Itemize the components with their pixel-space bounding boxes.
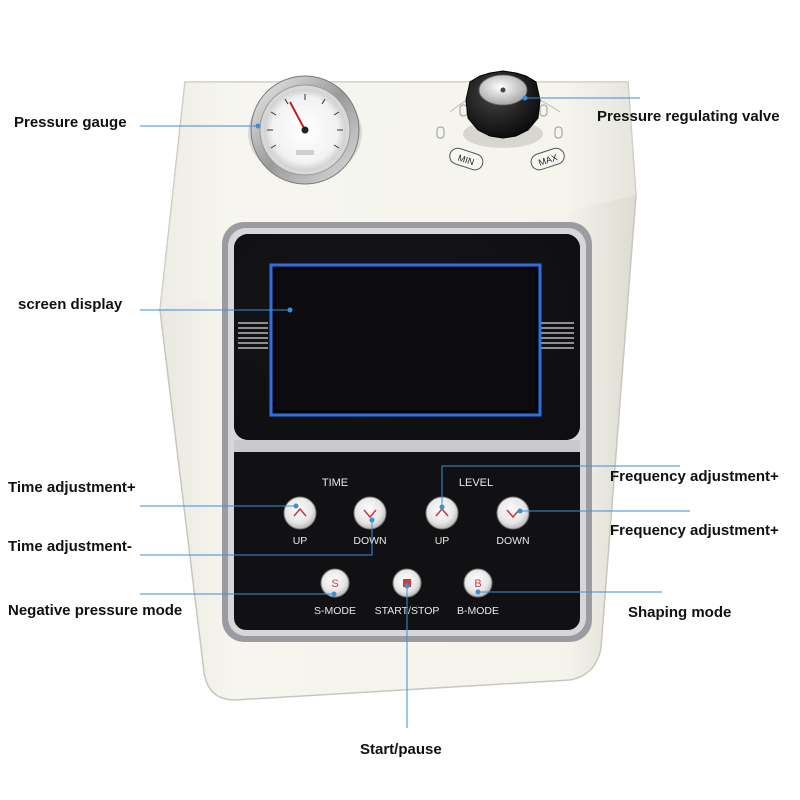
pressure-regulating-valve: MIN MAX <box>436 70 565 171</box>
valve-min-badge: MIN <box>449 147 484 171</box>
callout-frequency-adjustment-plus-2: Frequency adjustment+ <box>610 522 779 539</box>
pressure-gauge <box>248 75 362 185</box>
chevron-down-icon <box>363 509 377 519</box>
leader-lines <box>140 97 690 728</box>
valve-max-badge: MAX <box>530 147 565 171</box>
level-up-label: UP <box>435 535 450 547</box>
callout-pressure-regulating-valve: Pressure regulating valve <box>597 108 780 125</box>
time-up-label: UP <box>293 535 308 547</box>
time-up-button[interactable] <box>283 496 317 530</box>
level-down-button[interactable] <box>496 496 530 530</box>
s-button-glyph: S <box>331 578 338 590</box>
callout-time-adjustment-plus: Time adjustment+ <box>8 479 136 496</box>
b-button-glyph: B <box>474 578 481 590</box>
leader-frequency-plus-1 <box>441 465 680 507</box>
b-mode-button[interactable]: B <box>463 568 493 598</box>
valve-min-label: MIN <box>457 153 476 168</box>
callout-start-pause: Start/pause <box>360 741 442 758</box>
leader-time-minus <box>140 520 373 556</box>
level-down-label: DOWN <box>496 535 529 547</box>
callout-negative-pressure-mode: Negative pressure mode <box>8 602 183 619</box>
vent-stripes-left <box>238 322 268 349</box>
start-stop-button[interactable] <box>392 568 422 598</box>
gauge-ticks <box>267 94 343 149</box>
chevron-down-icon <box>506 509 520 519</box>
callout-frequency-adjustment-plus-1: Frequency adjustment+ <box>610 468 779 485</box>
level-group-label: LEVEL <box>459 477 493 489</box>
callout-screen-display: screen display <box>18 296 123 313</box>
vent-stripes-right <box>540 322 574 349</box>
screen-display <box>269 263 542 417</box>
stop-icon <box>403 579 411 587</box>
time-down-button[interactable] <box>353 496 387 530</box>
callout-shaping-mode: Shaping mode <box>628 604 732 621</box>
leader-dots <box>255 95 528 597</box>
s-mode-button[interactable]: S <box>320 568 350 598</box>
callout-pressure-gauge: Pressure gauge <box>14 114 127 131</box>
gauge-needle <box>289 101 306 131</box>
s-mode-label: S-MODE <box>314 605 356 617</box>
chevron-up-icon <box>293 507 307 517</box>
callout-time-adjustment-minus: Time adjustment- <box>8 538 132 555</box>
time-down-label: DOWN <box>353 535 386 547</box>
b-mode-label: B-MODE <box>457 605 499 617</box>
time-group-label: TIME <box>322 477 348 489</box>
